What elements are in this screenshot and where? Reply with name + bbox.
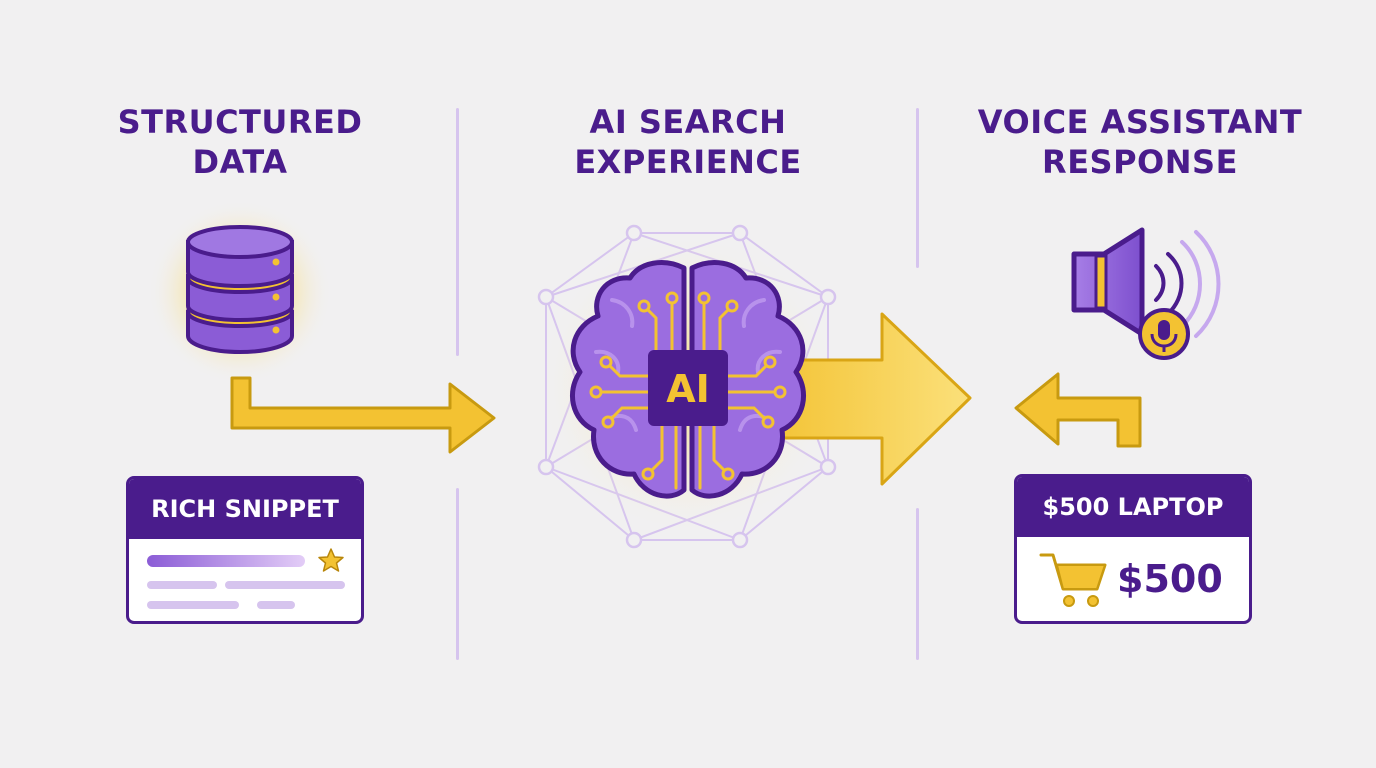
product-card: $500 LAPTOP $500 <box>1014 474 1252 624</box>
data-flow-arrow <box>230 376 496 454</box>
column-divider <box>916 108 919 268</box>
snippet-line <box>225 581 345 589</box>
ai-chip-label: AI <box>666 367 710 411</box>
rich-snippet-title: RICH SNIPPET <box>129 479 361 539</box>
microphone-icon <box>1138 308 1190 360</box>
brain-circuit-icon <box>570 260 806 499</box>
column-divider <box>456 488 459 660</box>
snippet-title-bar <box>147 555 305 567</box>
shopping-cart-icon <box>1039 553 1107 607</box>
structured-data-heading: STRUCTURED DATA <box>90 102 390 182</box>
product-price: $500 <box>1117 557 1223 601</box>
response-arrow <box>1014 372 1142 448</box>
heading-line: EXPERIENCE <box>574 143 802 181</box>
heading-line: RESPONSE <box>1042 143 1238 181</box>
speaker-icon <box>1071 227 1221 338</box>
snippet-line <box>147 581 217 589</box>
heading-line: STRUCTURED <box>117 103 363 141</box>
product-card-title: $500 LAPTOP <box>1017 477 1249 537</box>
rich-snippet-card: RICH SNIPPET <box>126 476 364 624</box>
voice-assistant-heading: VOICE ASSISTANT RESPONSE <box>960 102 1320 182</box>
ai-search-heading: AI SEARCH EXPERIENCE <box>538 102 838 182</box>
column-divider <box>916 508 919 660</box>
snippet-content <box>147 548 345 609</box>
star-icon <box>318 548 344 572</box>
heading-line: VOICE ASSISTANT <box>977 103 1303 141</box>
snippet-line <box>257 601 295 609</box>
heading-line: DATA <box>192 143 288 181</box>
database-icon <box>148 200 332 384</box>
column-divider <box>456 108 459 356</box>
snippet-line <box>147 601 239 609</box>
heading-line: AI SEARCH <box>589 103 787 141</box>
